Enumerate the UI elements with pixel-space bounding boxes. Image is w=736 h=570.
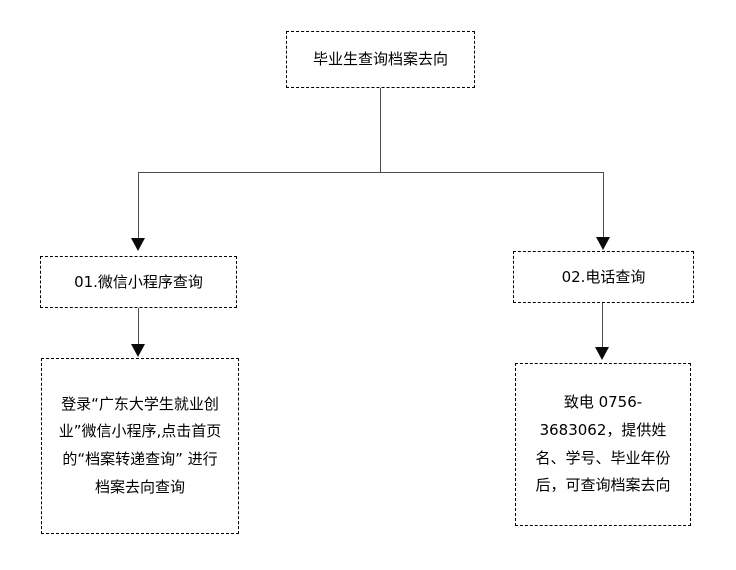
branch-wechat-label: 01.微信小程序查询 [74, 272, 203, 291]
branch-phone-detail-node: 致电 0756-3683062，提供姓名、学号、毕业年份后，可查询档案去向 [515, 363, 691, 526]
connector-right-detail-vertical-line [602, 303, 603, 347]
root-node-label: 毕业生查询档案去向 [312, 50, 448, 69]
connector-right-branch-vertical-line [603, 172, 604, 237]
root-node: 毕业生查询档案去向 [286, 31, 475, 88]
arrow-down-icon [131, 344, 145, 357]
connector-branch-horizontal-line [138, 172, 603, 173]
arrow-down-icon [131, 238, 145, 251]
connector-root-vertical-line [380, 88, 381, 172]
branch-phone-node: 02.电话查询 [513, 251, 694, 303]
branch-phone-label: 02.电话查询 [561, 267, 646, 286]
branch-wechat-node: 01.微信小程序查询 [40, 256, 237, 308]
connector-left-branch-vertical-line [138, 172, 139, 238]
branch-wechat-detail-node: 登录“广东大学生就业创业”微信小程序,点击首页的“档案转递查询” 进行档案去向查… [41, 358, 239, 534]
branch-wechat-detail-text: 登录“广东大学生就业创业”微信小程序,点击首页的“档案转递查询” 进行档案去向查… [58, 394, 222, 496]
arrow-down-icon [595, 347, 609, 360]
branch-phone-detail-text: 致电 0756-3683062，提供姓名、学号、毕业年份后，可查询档案去向 [535, 393, 671, 495]
arrow-down-icon [596, 237, 610, 250]
connector-left-detail-vertical-line [138, 308, 139, 344]
